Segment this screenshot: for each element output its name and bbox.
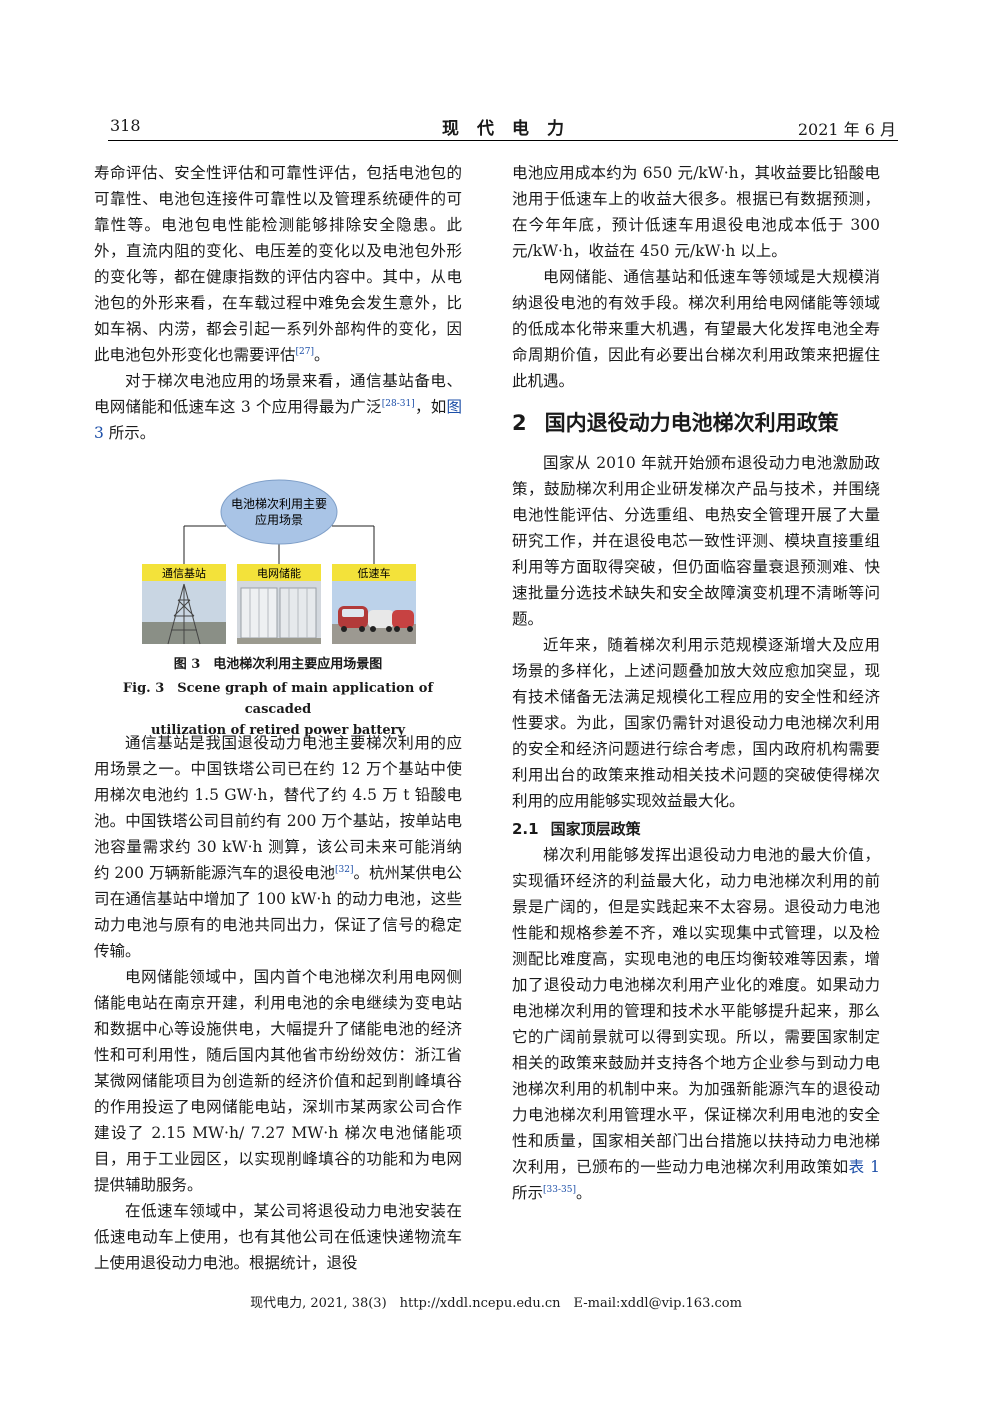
center-label: 应用场景 — [255, 512, 303, 527]
paragraph: 电池应用成本约为 650 元/kW·h，其收益要比铅酸电池用于低速车上的收益大很… — [512, 164, 880, 260]
tower-icon — [167, 583, 201, 645]
paragraph: 梯次利用能够发挥出退役动力电池的最大价值，实现循环经济的利益最大化，动力电池梯次… — [512, 846, 880, 1202]
paragraph: 通信基站是我国退役动力电池主要梯次利用的应用场景之一。中国铁塔公司已在约 12 … — [94, 734, 462, 960]
citation[interactable]: [27] — [295, 346, 314, 357]
figure-3: 电池梯次利用主要 应用场景 通信基站 — [94, 460, 462, 738]
svg-text:电网储能: 电网储能 — [257, 566, 301, 580]
low-speed-vehicle-box: 低速车 — [332, 564, 416, 644]
figure-caption-cn: 图 3 电池梯次利用主要应用场景图 — [173, 657, 383, 672]
scene-graph-diagram: 电池梯次利用主要 应用场景 通信基站 — [142, 479, 416, 645]
left-column: 寿命评估、安全性评估和可靠性评估，包括电池包的可靠性、电池包连接件可靠性以及管理… — [94, 160, 462, 1276]
journal-title: 现代电力 — [442, 119, 582, 139]
paragraph: 电网储能、通信基站和低速车等领域是大规模消纳退役电池的有效手段。梯次利用给电网储… — [512, 268, 880, 390]
telecom-box: 通信基站 — [142, 564, 226, 645]
figure-link[interactable]: 图 3 — [94, 398, 462, 442]
right-column: 电池应用成本约为 650 元/kW·h，其收益要比铅酸电池用于低速车上的收益大很… — [512, 160, 880, 1206]
paragraph: 寿命评估、安全性评估和可靠性评估，包括电池包的可靠性、电池包连接件可靠性以及管理… — [94, 164, 462, 364]
citation[interactable]: [32] — [334, 864, 354, 875]
citation[interactable]: [28-31] — [381, 398, 415, 409]
paragraph: 对于梯次电池应用的场景来看，通信基站备电、电网储能和低速车这 3 个应用得最为广… — [94, 372, 462, 442]
paragraph: 国家从 2010 年就开始颁布退役动力电池激励政策，鼓励梯次利用企业研发梯次产品… — [512, 454, 880, 628]
container-icon — [237, 587, 321, 644]
center-node — [220, 479, 338, 545]
page-number: 318 — [110, 116, 141, 135]
paragraph: 近年来，随着梯次利用示范规模逐渐增大及应用场景的多样化，上述问题叠加放大效应愈加… — [512, 636, 880, 810]
car-icon — [338, 606, 414, 632]
page-header: 318 现代电力 2021 年 6 月 — [108, 114, 898, 141]
paragraph: 在低速车领域中，某公司将退役动力电池安装在低速电动车上使用，也有其他公司在低速快… — [94, 1202, 462, 1272]
citation[interactable]: [33-35] — [543, 1184, 576, 1195]
paragraph: 电网储能领域中，国内首个电池梯次利用电网侧储能电站在南京开建，利用电池的余电继续… — [94, 968, 462, 1194]
issue-date: 2021 年 6 月 — [797, 120, 896, 139]
svg-text:通信基站: 通信基站 — [162, 566, 206, 580]
grid-storage-box: 电网储能 — [237, 564, 321, 644]
page-footer: 现代电力, 2021, 38(3) http://xddl.ncepu.edu.… — [250, 1296, 742, 1311]
svg-text:低速车: 低速车 — [358, 566, 391, 580]
table-link[interactable]: 表 1 — [848, 1158, 880, 1176]
center-label: 电池梯次利用主要 — [231, 497, 327, 511]
figure-caption-en: Fig. 3 Scene graph of main application o… — [122, 681, 434, 738]
